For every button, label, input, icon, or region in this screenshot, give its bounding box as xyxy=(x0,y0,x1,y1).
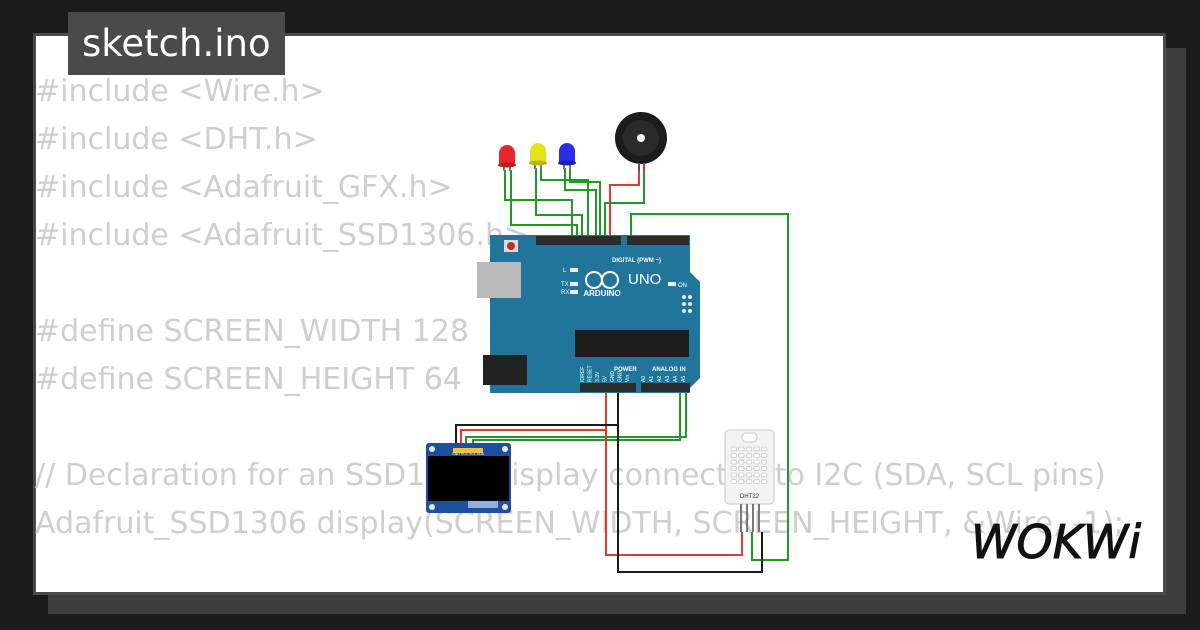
dht-vent-slot xyxy=(745,459,753,465)
dht-vent-slot xyxy=(730,472,737,478)
dht-vent-slot xyxy=(761,466,768,471)
dht-vent-slot xyxy=(745,472,753,478)
power-jack xyxy=(483,355,527,385)
dht-vent-slot xyxy=(730,479,737,484)
analog-pin-label: A1 xyxy=(649,376,655,382)
arduino-uno: ARDUINO UNO DIGITAL (PWM ~) POWER ANALOG… xyxy=(477,235,700,393)
power-pin-label: 5V xyxy=(603,375,609,382)
power-pin-label: RESET xyxy=(588,365,594,382)
code-line: #define SCREEN_WIDTH 128 xyxy=(35,314,470,349)
dht-vent-slot xyxy=(753,446,760,452)
dht-vent-slot xyxy=(738,453,745,458)
code-line: #include <Wire.h> xyxy=(35,74,325,109)
dht-label: DHT22 xyxy=(740,494,760,500)
analog-pin-label: A5 xyxy=(681,376,687,382)
dht-vent-slot xyxy=(753,466,760,471)
red-wires xyxy=(460,170,743,556)
dht-vent-slot xyxy=(761,472,768,478)
dht-vent-slot xyxy=(730,446,737,452)
dht-vent-slot xyxy=(753,479,760,484)
dht-vent-slot xyxy=(738,472,745,478)
usb-port xyxy=(477,262,521,298)
dht-vent-slot xyxy=(753,459,760,465)
dht-vent-slot xyxy=(730,466,737,471)
power-pin-label: GND xyxy=(618,371,624,383)
dht-vent-slot xyxy=(761,459,768,465)
analog-pin-label: A2 xyxy=(657,376,663,382)
power-pin-label: IOREF xyxy=(580,367,586,382)
power-header-label: POWER xyxy=(614,367,637,373)
digital-header-label: DIGITAL (PWM ~) xyxy=(612,258,661,264)
analog-pin-label: A0 xyxy=(641,376,647,382)
dht-vent-slot xyxy=(730,453,737,458)
file-tab: sketch.ino xyxy=(68,12,285,75)
dht-vent-slot xyxy=(738,446,745,452)
code-line: #define SCREEN_HEIGHT 64 xyxy=(35,362,462,397)
dht-vent-slot xyxy=(761,446,768,452)
power-pin-label: Vin xyxy=(625,375,631,382)
code-line: #include <DHT.h> xyxy=(35,122,318,157)
led-blue xyxy=(558,143,576,169)
dht-vent-slot xyxy=(738,466,745,471)
dht22-sensor: DHT22 xyxy=(724,429,775,532)
l-led-label: L xyxy=(563,268,567,274)
power-pin-label: 3.3V xyxy=(595,371,601,382)
tx-led-label: TX xyxy=(561,282,569,288)
analog-pin-label: A3 xyxy=(665,376,671,382)
dht-vent-slot xyxy=(738,459,745,465)
dht-vent-slot xyxy=(753,453,760,458)
rx-led-label: RX xyxy=(561,290,569,296)
dht-vent-slot xyxy=(745,466,753,471)
wokwi-logo-text: WOKWi xyxy=(971,515,1141,569)
led-yellow xyxy=(529,143,547,169)
dht-vent-slot xyxy=(730,459,737,465)
oled-pin-labels: GND VCC SCL SDA xyxy=(452,452,485,456)
buzzer xyxy=(615,112,667,171)
dht-vent-slot xyxy=(753,472,760,478)
oled-screen xyxy=(428,456,509,501)
black-wires xyxy=(455,393,763,573)
oled-display: GND VCC SCL SDA xyxy=(426,443,511,513)
power-pin-label: GND xyxy=(610,371,616,383)
dht-vent-slot xyxy=(745,479,753,484)
dht-vent-slot xyxy=(745,453,753,458)
analog-header-label: ANALOG IN xyxy=(652,367,686,373)
dht-vent-slot xyxy=(761,479,768,484)
atmega-chip xyxy=(575,330,689,357)
infinity-logo xyxy=(585,271,619,289)
code-line: #include <Adafruit_GFX.h> xyxy=(35,170,453,205)
code-line: #include <Adafruit_SSD1306.h> xyxy=(35,218,530,253)
dht-vent-slot xyxy=(745,446,753,452)
dht-vent-slot xyxy=(738,479,745,484)
dht-vent-slot xyxy=(761,453,768,458)
code-editor: #include <Wire.h> #include <DHT.h> #includ… xyxy=(35,68,1124,548)
arduino-brand-label: ARDUINO xyxy=(583,289,620,298)
wokwi-logo: WOKWi xyxy=(971,515,1142,570)
uno-model-label: UNO xyxy=(628,271,661,288)
led-red xyxy=(498,145,516,171)
on-led-label: ON xyxy=(678,283,687,289)
analog-pin-label: A4 xyxy=(673,376,679,382)
